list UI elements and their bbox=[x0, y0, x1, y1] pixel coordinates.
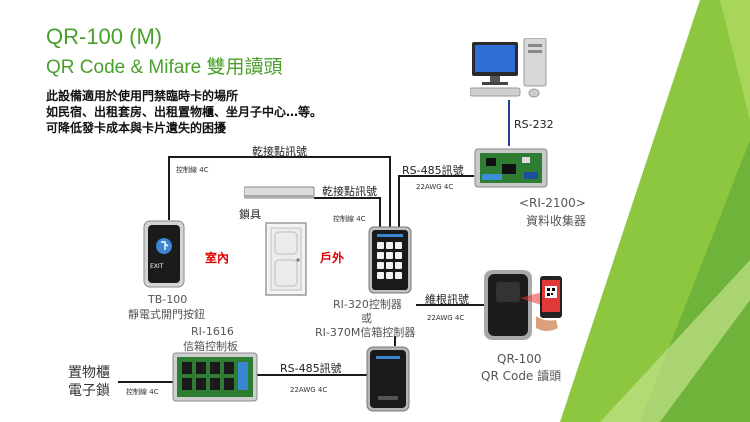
controller-label-2: RI-370M信箱控制器 bbox=[315, 326, 416, 339]
ri1616-name-label: 信箱控制板 bbox=[183, 340, 238, 353]
wire-rs232 bbox=[508, 100, 510, 146]
wire-top-right-vertical bbox=[389, 156, 391, 228]
wiegand-label: 維根訊號 bbox=[425, 293, 469, 306]
wire-bottom-rs485 bbox=[256, 374, 368, 376]
tb100-model-label: TB-100 bbox=[148, 293, 188, 306]
rs232-label: RS-232 bbox=[514, 118, 554, 131]
qr-reader-icon bbox=[484, 270, 562, 340]
ri1616-board-icon bbox=[172, 352, 258, 402]
description-line-3: 可降低發卡成本與卡片遺失的困擾 bbox=[46, 121, 227, 135]
dry-contact-top-label: 乾接點訊號 bbox=[252, 145, 307, 158]
bottom-reader-icon bbox=[366, 346, 410, 412]
ri2100-name-label: 資料收集器 bbox=[526, 214, 587, 228]
wire-top-left-vertical bbox=[168, 156, 170, 220]
wire-rs485-horizontal bbox=[398, 175, 474, 177]
wire-rs485-vertical bbox=[398, 175, 400, 227]
control-line-label-3: 控制線 4C bbox=[126, 388, 159, 396]
wire-bottom-left bbox=[118, 381, 174, 383]
page-subtitle: QR Code & Mifare 雙用讀頭 bbox=[46, 57, 283, 78]
exit-text: EXIT bbox=[150, 263, 164, 270]
magnetic-lock-icon bbox=[244, 186, 315, 199]
exit-button-icon bbox=[143, 220, 185, 288]
locker-label-2: 電子鎖 bbox=[68, 383, 110, 399]
controller-or-label: 或 bbox=[361, 312, 372, 325]
computer-icon bbox=[470, 38, 547, 98]
control-line-label-1: 控制線 4C bbox=[176, 166, 209, 174]
page-title: QR-100 (M) bbox=[46, 24, 163, 49]
door-icon bbox=[265, 222, 307, 296]
dry-contact-mid-label: 乾接點訊號 bbox=[322, 185, 377, 198]
awg-top-label: 22AWG 4C bbox=[416, 183, 454, 191]
ri2100-board-icon bbox=[474, 148, 548, 188]
rs485-top-label: RS-485訊號 bbox=[402, 164, 464, 177]
awg-bottom-label: 22AWG 4C bbox=[290, 386, 328, 394]
qr100-name-label: QR Code 讀頭 bbox=[481, 369, 562, 383]
control-line-label-2: 控制線 4C bbox=[333, 215, 366, 223]
wire-lock-vertical bbox=[379, 197, 381, 227]
wire-top-horizontal bbox=[168, 156, 390, 158]
rs485-bottom-label: RS-485訊號 bbox=[280, 362, 342, 375]
ri2100-model-label: <RI-2100> bbox=[519, 196, 586, 210]
awg-wiegand-label: 22AWG 4C bbox=[427, 314, 465, 322]
description-line-1: 此設備適用於使用門禁臨時卡的場所 bbox=[46, 89, 239, 103]
indoor-label: 室內 bbox=[205, 251, 230, 265]
wire-controller-down bbox=[394, 336, 396, 346]
tb100-name-label: 靜電式開門按鈕 bbox=[128, 308, 205, 321]
locker-label-1: 置物櫃 bbox=[68, 365, 110, 381]
outdoor-label: 戶外 bbox=[320, 251, 345, 265]
lock-label: 鎖具 bbox=[239, 208, 261, 221]
controller-label-1: RI-320控制器 bbox=[333, 298, 402, 311]
ri1616-model-label: RI-1616 bbox=[191, 325, 234, 338]
keypad-controller-icon bbox=[368, 226, 412, 294]
wire-lock-to-reader bbox=[314, 197, 380, 199]
qr100-model-label: QR-100 bbox=[497, 352, 542, 366]
description-line-2: 如民宿、出租套房、出租置物櫃、坐月子中心…等。 bbox=[46, 105, 323, 119]
wire-wiegand bbox=[416, 304, 484, 306]
